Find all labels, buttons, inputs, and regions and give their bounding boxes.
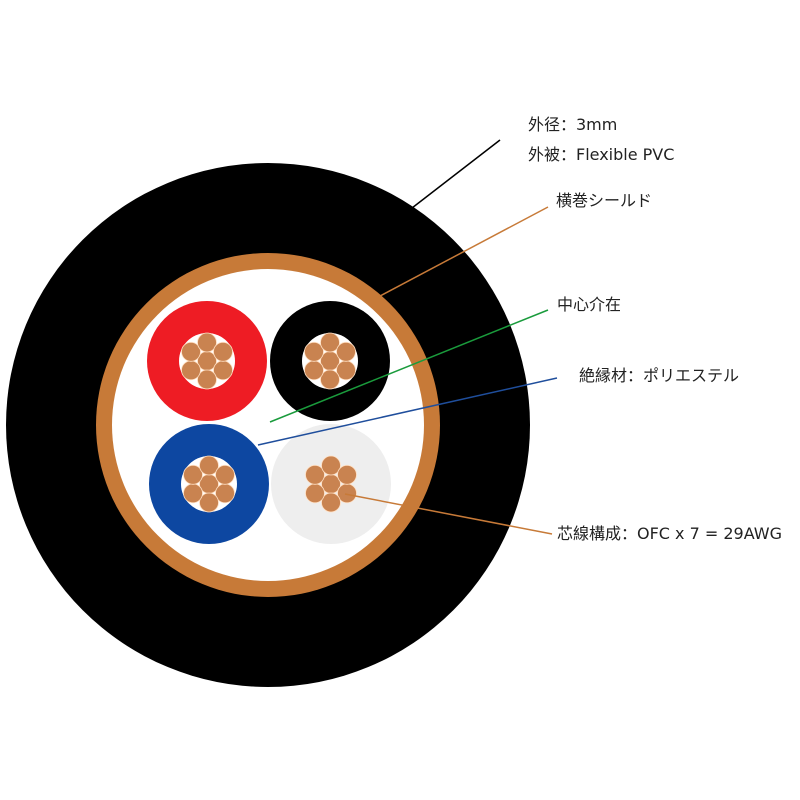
copper-strand [304,341,324,362]
leader-line-filler [269,309,549,423]
core-blue [149,424,269,544]
copper-strands-blue [183,455,235,513]
copper-strand [183,483,203,504]
core-red [147,301,267,421]
copper-strand [305,464,325,485]
copper-strand [199,492,219,513]
copper-strands-red [181,332,233,390]
leader-line-insulation [257,377,558,446]
copper-strand [320,369,340,390]
copper-strand [305,483,325,504]
copper-strand [213,341,233,362]
label-filler: 中心介在 [557,295,622,314]
copper-strand [336,341,356,362]
copper-strands-white [305,455,357,513]
label-conductor: 芯線構成：OFC x 7 = 29AWG [557,524,783,543]
copper-strand [197,332,217,353]
leader-line-jacket [411,139,501,209]
copper-strand [320,332,340,353]
core-black [270,301,390,421]
copper-strand [199,455,219,476]
copper-strand [215,464,235,485]
copper-strands-black [304,332,356,390]
filler-area [112,269,424,581]
copper-strand [197,369,217,390]
core-white [271,424,391,544]
leader-line-shield [379,206,549,297]
copper-strand [181,360,201,381]
label-shield: 横巻シールド [556,191,653,210]
copper-strand [181,341,201,362]
label-outer-diameter: 外径：3mm [528,115,618,134]
label-insulation: 絶縁材：ポリエステル [579,366,740,385]
copper-strand [321,492,341,513]
copper-strand [337,464,357,485]
copper-strand [183,464,203,485]
copper-strand [321,455,341,476]
leader-line-conductor [344,493,553,535]
copper-strand [304,360,324,381]
label-jacket: 外被：Flexible PVC [528,145,675,164]
